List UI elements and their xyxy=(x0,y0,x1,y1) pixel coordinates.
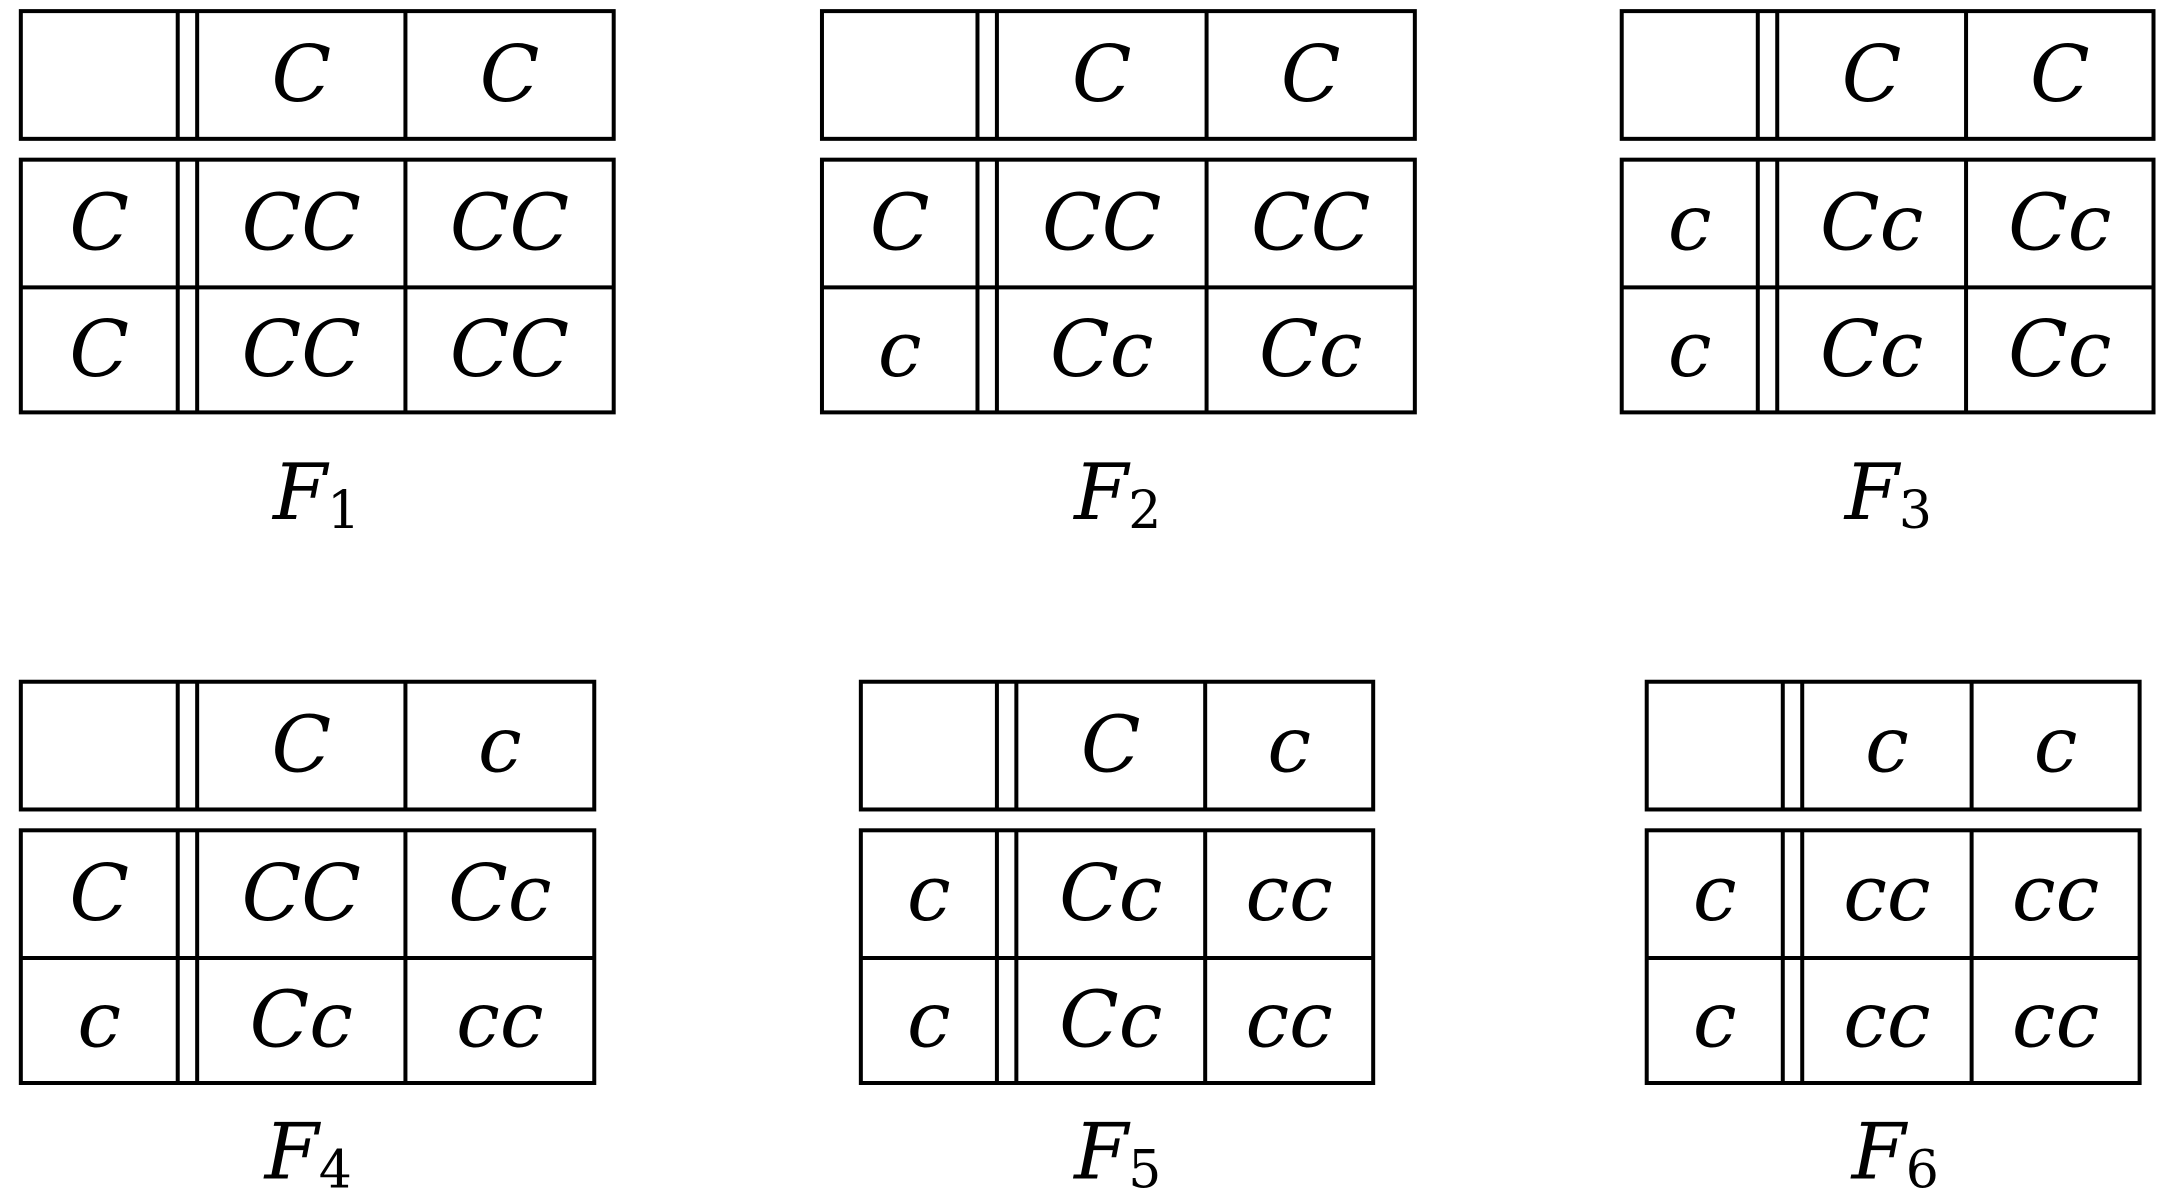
offspring-genotype: CC xyxy=(242,849,361,939)
square-label: F2 xyxy=(1072,448,1161,541)
parent-gamete-side: C xyxy=(870,179,930,269)
offspring-genotype: Cc xyxy=(1820,305,1923,395)
parent-gamete-side: c xyxy=(1693,849,1737,939)
parent-gamete-side: c xyxy=(907,849,951,939)
offspring-genotype: Cc xyxy=(1059,849,1162,939)
square-label-letter: F xyxy=(1072,1107,1131,1196)
offspring-genotype: Cc xyxy=(1059,976,1162,1066)
offspring-genotype: cc xyxy=(1843,976,1930,1066)
offspring-genotype: cc xyxy=(456,976,543,1066)
offspring-genotype: CC xyxy=(1251,179,1370,269)
parent-gamete-side: c xyxy=(77,976,121,1066)
parent-gamete-top: C xyxy=(2030,30,2090,120)
parent-gamete-top: C xyxy=(480,30,540,120)
square-label: F4 xyxy=(263,1107,352,1196)
parent-gamete-side: c xyxy=(878,305,922,395)
square-label-subscript: 5 xyxy=(1128,1140,1161,1196)
parent-gamete-top: C xyxy=(1081,701,1141,791)
parent-gamete-top: C xyxy=(271,701,331,791)
parent-gamete-top: c xyxy=(478,701,522,791)
square-label: F1 xyxy=(271,448,360,541)
square-label-subscript: 1 xyxy=(327,481,360,541)
offspring-genotype: Cc xyxy=(1259,305,1362,395)
offspring-genotype: CC xyxy=(450,305,569,395)
offspring-genotype: Cc xyxy=(448,849,551,939)
offspring-genotype: Cc xyxy=(250,976,353,1066)
square-label: F5 xyxy=(1072,1107,1161,1196)
offspring-genotype: Cc xyxy=(2008,179,2111,269)
parent-gamete-top: c xyxy=(2034,701,2078,791)
square-label-letter: F xyxy=(1843,448,1902,538)
square-label-letter: F xyxy=(1072,448,1131,538)
parent-gamete-top: C xyxy=(1842,30,1902,120)
square-label-subscript: 2 xyxy=(1128,481,1161,541)
parent-gamete-side: c xyxy=(1693,976,1737,1066)
offspring-genotype: cc xyxy=(1245,849,1332,939)
square-label: F3 xyxy=(1843,448,1932,541)
parent-gamete-side: c xyxy=(907,976,951,1066)
square-label-letter: F xyxy=(1850,1107,1909,1196)
offspring-genotype: cc xyxy=(2012,849,2099,939)
offspring-genotype: Cc xyxy=(1050,305,1153,395)
offspring-genotype: cc xyxy=(1843,849,1930,939)
offspring-genotype: CC xyxy=(450,179,569,269)
offspring-genotype: CC xyxy=(1042,179,1161,269)
header-strip xyxy=(1619,9,2156,141)
header-strip xyxy=(18,9,616,141)
parent-gamete-top: C xyxy=(1072,30,1132,120)
header-strip xyxy=(1644,679,2142,812)
offspring-genotype: cc xyxy=(1245,976,1332,1066)
square-label: F6 xyxy=(1850,1107,1939,1196)
square-label-subscript: 6 xyxy=(1906,1140,1939,1196)
offspring-genotype: Cc xyxy=(2008,305,2111,395)
parent-gamete-top: C xyxy=(271,30,331,120)
parent-gamete-side: C xyxy=(69,179,129,269)
offspring-genotype: CC xyxy=(242,179,361,269)
offspring-genotype: cc xyxy=(2012,976,2099,1066)
parent-gamete-top: C xyxy=(1281,30,1341,120)
square-label-subscript: 3 xyxy=(1899,481,1932,541)
parent-gamete-top: c xyxy=(1267,701,1311,791)
square-label-letter: F xyxy=(271,448,330,538)
parent-gamete-side: C xyxy=(69,305,129,395)
parent-gamete-side: c xyxy=(1668,305,1712,395)
square-label-letter: F xyxy=(263,1107,322,1196)
parent-gamete-side: c xyxy=(1668,179,1712,269)
header-strip xyxy=(18,679,597,812)
offspring-genotype: Cc xyxy=(1820,179,1923,269)
header-strip xyxy=(819,9,1417,141)
parent-gamete-top: c xyxy=(1865,701,1909,791)
offspring-genotype: CC xyxy=(242,305,361,395)
square-label-subscript: 4 xyxy=(319,1140,352,1196)
parent-gamete-side: C xyxy=(69,849,129,939)
header-strip xyxy=(858,679,1376,812)
